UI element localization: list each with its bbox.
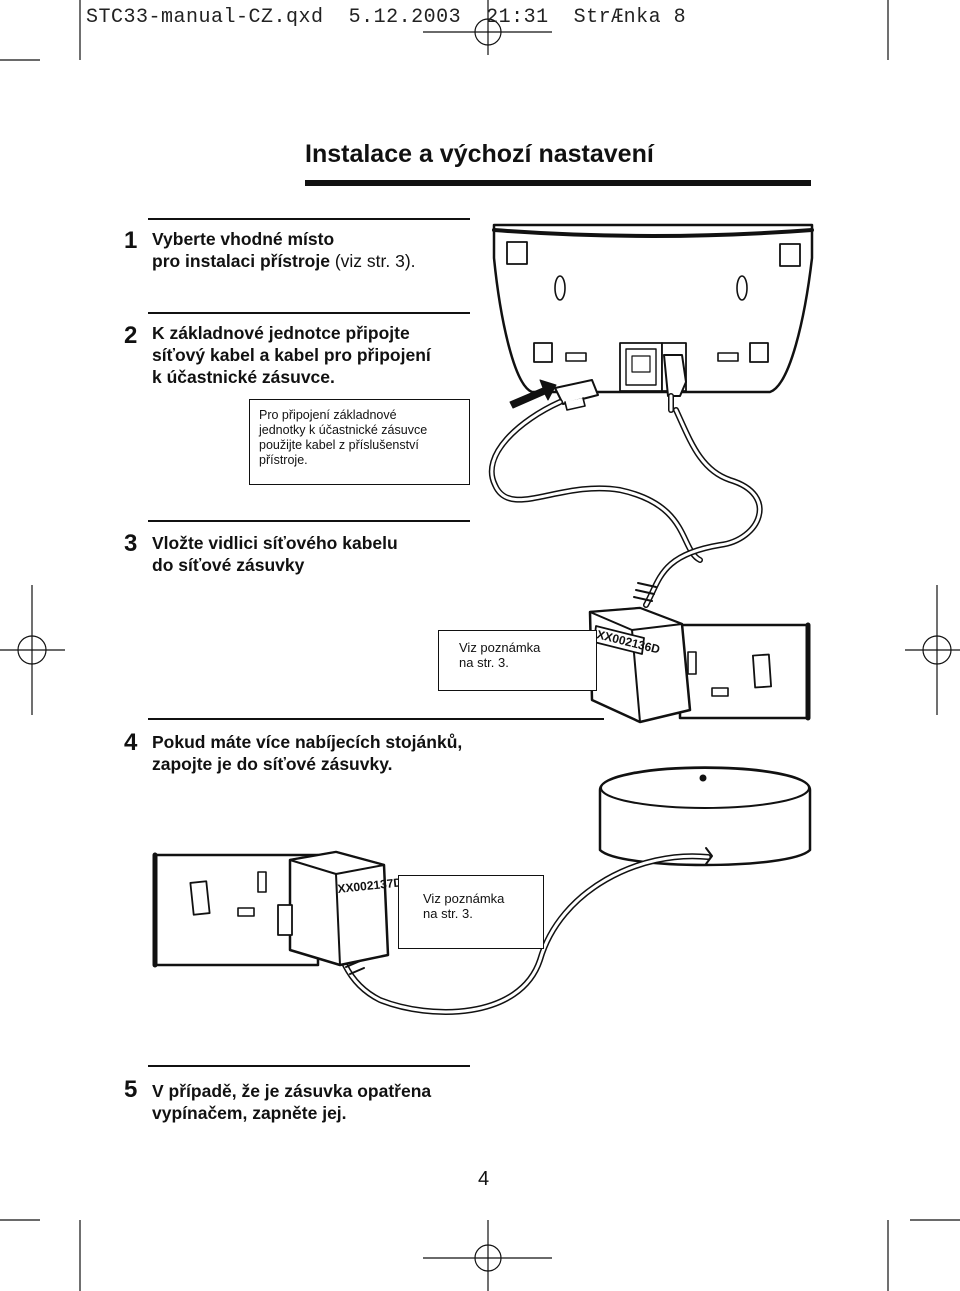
step4-text: Pokud máte více nabíjecích stojánků, zap… (152, 731, 462, 775)
page-title: Instalace a výchozí nastavení (305, 140, 654, 168)
step1-line2-ref: (viz str. 3). (329, 251, 416, 271)
step4-note-line2: na str. 3. (423, 906, 473, 921)
step2-note-line4: přístroje. (259, 453, 308, 467)
step3-note-line1: Viz poznámka (459, 640, 541, 655)
title-rule (305, 180, 811, 186)
power-adapter-1 (588, 606, 692, 724)
slug-time: 21:31 (486, 6, 549, 29)
step3-note-box: Viz poznámka na str. 3. (438, 630, 597, 691)
step2-number: 2 (124, 322, 138, 349)
step1-number: 1 (124, 227, 138, 254)
wall-socket-2 (152, 852, 320, 968)
step2-line2: síťový kabel a kabel pro připojení (152, 345, 431, 365)
step3-line1: Vložte vidlici síťového kabelu (152, 533, 398, 553)
step2-text: K základnové jednotce připojte síťový ka… (152, 322, 431, 388)
adapter2-label: XX002137D (337, 875, 403, 896)
step1-rule (148, 218, 470, 220)
step5-rule (148, 1065, 470, 1067)
power-adapter-2 (277, 850, 390, 967)
step5-number: 5 (124, 1076, 138, 1103)
step3-line2: do síťové zásuvky (152, 555, 305, 575)
phone-line-plug (509, 379, 599, 411)
step5-line2: vypínačem, zapněte jej. (152, 1103, 347, 1123)
step2-line3: k účastnické zásuvce. (152, 367, 335, 387)
step4-number: 4 (124, 729, 138, 756)
step5-line1: V případě, že je zásuvka opatřena (152, 1081, 432, 1101)
step3-number: 3 (124, 530, 138, 557)
step4-note-line1: Viz poznámka (423, 891, 505, 906)
step2-note-line3: použijte kabel z příslušenství (259, 438, 419, 452)
step2-note-line1: Pro připojení základnové (259, 408, 397, 422)
step1-line2-bold: pro instalaci přístroje (152, 251, 330, 271)
page-number: 4 (478, 1168, 490, 1190)
step1-text: Vyberte vhodné místo pro instalaci příst… (152, 228, 416, 272)
step4-line1: Pokud máte více nabíjecích stojánků, (152, 732, 463, 752)
step3-text: Vložte vidlici síťového kabelu do síťové… (152, 532, 398, 576)
charger-base (598, 766, 812, 867)
step5-text: V případě, že je zásuvka opatřena vypína… (152, 1080, 431, 1124)
step1-line1: Vyberte vhodné místo (152, 229, 335, 249)
step2-note-line2: jednotky k účastnické zásuvce (259, 423, 428, 437)
slug-date: 5.12.2003 (348, 6, 462, 29)
step3-note-line2: na str. 3. (459, 655, 509, 670)
slug-page-label: StrÆnka 8 (573, 6, 687, 29)
step4-line2: zapojte je do síťové zásuvky. (152, 754, 393, 774)
slug-line: STC33-manual-CZ.qxd 5.12.2003 21:31 StrÆ… (86, 6, 686, 29)
step4-rule (148, 718, 604, 720)
step4-note-box: Viz poznámka na str. 3. (398, 875, 544, 949)
slug-file: STC33-manual-CZ.qxd (86, 6, 324, 29)
step1-line2: pro instalaci přístroje (viz str. 3). (152, 250, 416, 272)
step2-note-box: Pro připojení základnové jednotky k účas… (249, 399, 470, 485)
step2-line1: K základnové jednotce připojte (152, 323, 410, 343)
step3-rule (148, 520, 470, 522)
step2-rule (148, 312, 470, 314)
base-unit-illustration (492, 223, 814, 413)
wall-socket-1 (678, 622, 811, 721)
